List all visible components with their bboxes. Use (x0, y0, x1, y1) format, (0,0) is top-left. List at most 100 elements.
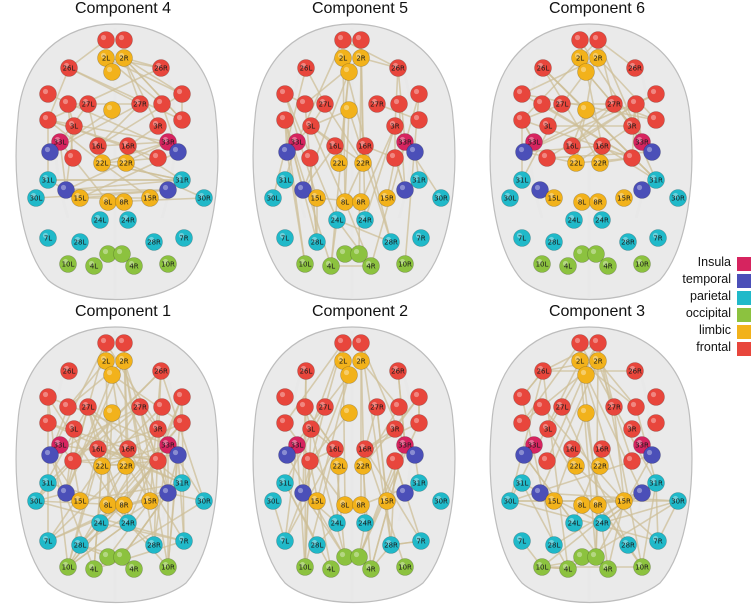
legend-swatch (737, 274, 751, 288)
node-label: 31L (279, 177, 292, 185)
region-node-frontal (277, 415, 294, 432)
node-label: 28L (74, 542, 87, 550)
node-highlight (177, 89, 182, 94)
node-highlight (394, 402, 399, 407)
node-highlight (107, 67, 112, 72)
node-label: 26L (300, 65, 313, 73)
node-label: 24L (568, 217, 581, 225)
region-node-frontal (387, 150, 404, 167)
node-highlight (581, 105, 586, 110)
region-node-frontal (40, 415, 57, 432)
node-label: 3L (70, 426, 78, 434)
node-highlight (280, 418, 285, 423)
node-label: 15R (617, 195, 631, 203)
node-label: 4L (327, 263, 335, 271)
node-highlight (338, 35, 343, 40)
region-node-frontal (514, 112, 531, 129)
region-node-frontal (590, 32, 607, 49)
node-highlight (577, 552, 582, 557)
node-highlight (575, 35, 580, 40)
panel-component-5: Component 5 2L2R26L26R27L27R3L3R33L33R16… (245, 4, 475, 304)
node-highlight (153, 456, 158, 461)
node-label: 30L (30, 195, 43, 203)
node-highlight (43, 392, 48, 397)
node-label: 24L (94, 217, 107, 225)
region-node-temporal (170, 447, 187, 464)
node-highlight (637, 488, 642, 493)
node-label: 31R (175, 177, 189, 185)
region-node-frontal (539, 150, 556, 167)
node-label: 2R (593, 55, 602, 63)
node-label: 24L (331, 217, 344, 225)
node-label: 2L (102, 358, 110, 366)
region-node-temporal (160, 182, 177, 199)
node-highlight (651, 115, 656, 120)
region-node-temporal (634, 485, 651, 502)
region-node-temporal (644, 144, 661, 161)
node-label: 3R (627, 426, 636, 434)
node-label: 15L (548, 195, 561, 203)
node-label: 8L (341, 199, 349, 207)
node-highlight (410, 450, 415, 455)
region-node-limbic (578, 102, 595, 119)
region-node-frontal (302, 150, 319, 167)
node-label: 7R (416, 538, 425, 546)
node-highlight (344, 370, 349, 375)
node-label: 26L (537, 368, 550, 376)
legend-label: Insula (698, 255, 731, 269)
brain-network-diagram: 2L2R26L26R27L27R3L3R33L33R16L16R22L22R31… (482, 321, 712, 611)
node-label: 10R (635, 261, 649, 269)
node-label: 30R (671, 498, 685, 506)
node-highlight (542, 456, 547, 461)
region-node-temporal (397, 485, 414, 502)
node-highlight (117, 552, 122, 557)
node-highlight (119, 338, 124, 343)
brain-network-diagram: 2L2R26L26R27L27R3L3R33L33R16L16R22L22R31… (8, 321, 238, 611)
panel-component-1: Component 1 2L2R26L26R27L27R3L3R33L33R16… (8, 307, 238, 607)
node-highlight (535, 185, 540, 190)
node-highlight (117, 249, 122, 254)
node-highlight (593, 338, 598, 343)
node-label: 16L (566, 446, 579, 454)
panel-title: Component 4 (8, 0, 238, 18)
node-label: 22L (96, 463, 109, 471)
node-highlight (591, 552, 596, 557)
node-label: 27L (319, 101, 332, 109)
node-label: 4R (603, 566, 612, 574)
node-highlight (282, 147, 287, 152)
node-label: 16L (329, 143, 342, 151)
node-label: 4L (90, 566, 98, 574)
node-label: 10R (398, 261, 412, 269)
node-label: 31R (412, 480, 426, 488)
node-label: 3R (153, 123, 162, 131)
node-highlight (45, 147, 50, 152)
node-label: 15R (380, 195, 394, 203)
node-highlight (340, 552, 345, 557)
legend-swatch (737, 325, 751, 339)
node-highlight (651, 418, 656, 423)
node-highlight (517, 418, 522, 423)
node-highlight (414, 89, 419, 94)
legend-label: frontal (696, 340, 731, 354)
region-node-frontal (302, 453, 319, 470)
node-highlight (300, 402, 305, 407)
legend-swatch (737, 342, 751, 356)
region-node-frontal (411, 112, 428, 129)
node-label: 10L (299, 261, 312, 269)
node-label: 3L (544, 426, 552, 434)
region-node-frontal (98, 335, 115, 352)
panel-title: Component 6 (482, 0, 712, 18)
node-label: 27R (370, 101, 384, 109)
node-label: 31L (279, 480, 292, 488)
legend-label: limbic (699, 323, 731, 337)
node-label: 28R (384, 239, 398, 247)
node-label: 10R (398, 564, 412, 572)
node-label: 24R (121, 217, 135, 225)
region-node-limbic (578, 367, 595, 384)
node-label: 8R (356, 502, 365, 510)
node-label: 7R (653, 538, 662, 546)
node-highlight (280, 392, 285, 397)
legend-label: temporal (682, 272, 731, 286)
region-node-frontal (116, 32, 133, 49)
node-highlight (340, 249, 345, 254)
